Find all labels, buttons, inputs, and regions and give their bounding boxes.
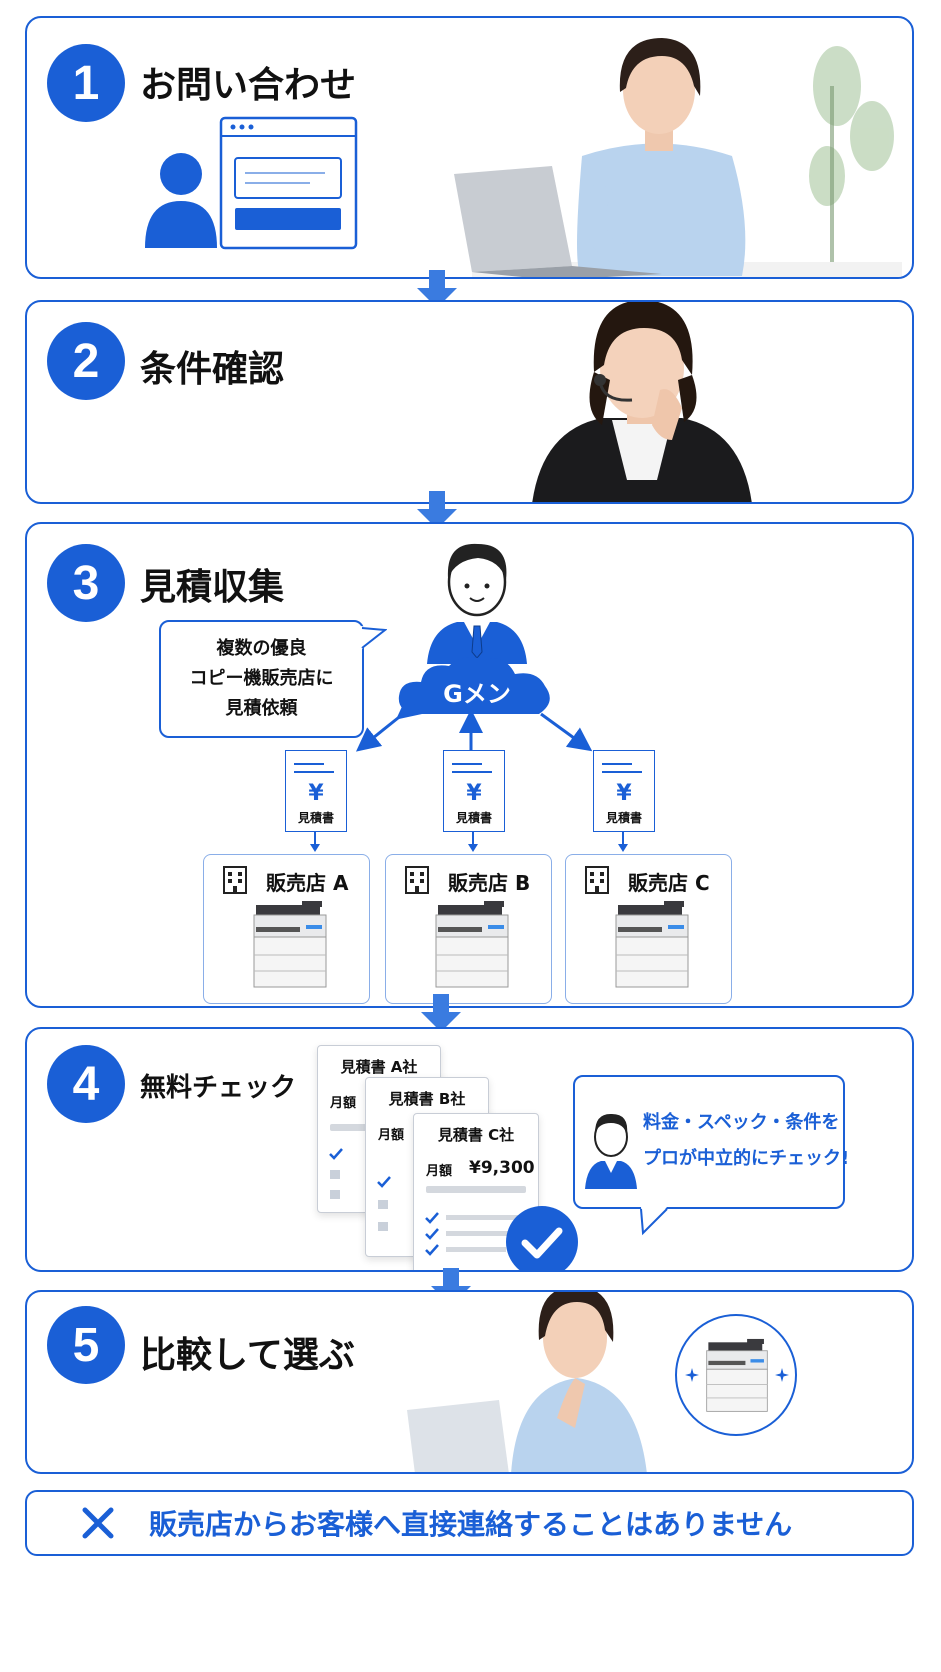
contact-form-icon (145, 116, 358, 250)
step-5-card: 5 比較して選ぶ (25, 1290, 914, 1474)
woman-laptop-photo (454, 38, 902, 277)
checklist-icon (425, 1212, 526, 1256)
placeholder-bar (426, 1186, 526, 1193)
operator-headset-photo (532, 302, 752, 502)
x-icon (82, 1507, 114, 1539)
yen-symbol: ¥ (308, 781, 324, 806)
request-speech-bubble: 複数の優良 コピー機販売店に 見積依頼 (159, 620, 364, 738)
quote-month-label: 月額 (426, 1164, 453, 1179)
document-label: 見積書 (455, 811, 492, 825)
down-arrow-icon (421, 994, 461, 1032)
advice-line: 料金・スペック・条件を (643, 1112, 840, 1133)
down-arrow-icon (431, 1268, 471, 1306)
doc-to-store-arrows (310, 832, 628, 852)
step-number-badge: 2 (47, 322, 125, 400)
quote-month-label: 月額 (378, 1128, 405, 1143)
yen-symbol: ¥ (616, 781, 632, 806)
estimate-document-icon: ¥ 見積書 (593, 750, 655, 832)
estimate-document-icon: ¥ 見積書 (443, 750, 505, 832)
step-title: 無料チェック (140, 1073, 297, 1103)
step-title: 条件確認 (140, 349, 285, 390)
document-lines (294, 763, 334, 773)
cloud-shape (398, 657, 550, 714)
store-card-c: 販売店 C (565, 854, 732, 1004)
advice-line: プロが中立的にチェック! (643, 1148, 850, 1169)
consultant-avatar-icon (585, 1113, 637, 1189)
advice-text: 料金・スペック・条件を プロが中立的にチェック! (643, 1105, 849, 1177)
woman-thinking-photo (407, 1292, 647, 1472)
step-3-card: 3 見積収集 複数の優良 コピー機販売店に 見積依頼 Gメン (25, 522, 914, 1008)
bubble-tail (640, 1207, 668, 1236)
store-name: 販売店 A (266, 871, 349, 895)
down-arrow-icon (417, 491, 457, 529)
step-number-badge: 4 (47, 1045, 125, 1123)
step-number-badge: 1 (47, 44, 125, 122)
bubble-line: 見積依頼 (225, 698, 298, 719)
step-title: 比較して選ぶ (140, 1335, 355, 1376)
consultant-avatar-icon (427, 543, 527, 664)
sparkle-icon (685, 1368, 699, 1382)
advice-speech-bubble: 料金・スペック・条件を プロが中立的にチェック! (573, 1075, 849, 1209)
store-name: 販売店 C (628, 871, 710, 895)
copier-machine-icon (253, 901, 327, 988)
store-card-b: 販売店 B (385, 854, 552, 1004)
yen-symbol: ¥ (466, 781, 482, 806)
building-icon (405, 866, 429, 894)
step-1-card: 1 お問い合わせ (25, 16, 914, 279)
down-arrow-icon (417, 270, 457, 308)
copier-machine-icon (615, 901, 689, 988)
bubble-tail (361, 626, 387, 650)
quote-month-label: 月額 (330, 1096, 357, 1111)
step-title: 見積収集 (140, 567, 285, 608)
building-icon (223, 866, 247, 894)
bubble-line: コピー機販売店に (189, 668, 334, 689)
store-card-a: 販売店 A (203, 854, 370, 1004)
quote-amount: ¥9,300 (469, 1158, 535, 1178)
quote-title: 見積書 B社 (388, 1090, 466, 1108)
hub-label: Gメン (443, 680, 511, 708)
store-name: 販売店 B (448, 871, 531, 895)
sparkle-icon (775, 1368, 789, 1382)
connection-arrows (355, 700, 593, 752)
estimate-document-icon: ¥ 見積書 (285, 750, 347, 832)
copier-machine-icon (706, 1338, 768, 1412)
document-lines (602, 763, 642, 773)
copier-thought-bubble (675, 1314, 797, 1436)
step-2-card: 2 条件確認 (25, 300, 914, 504)
check-circle-icon (506, 1206, 578, 1270)
step-4-card: 4 無料チェック 見積書 A社 月額 見積書 B社 月額 見積書 C社 月額 ¥… (25, 1027, 914, 1272)
footer-notice: 販売店からお客様へ直接連絡することはありません (25, 1490, 914, 1556)
quote-card-c: 見積書 C社 月額 ¥9,300 (413, 1113, 539, 1270)
step-number-badge: 3 (47, 544, 125, 622)
document-label: 見積書 (297, 811, 334, 825)
step-number-badge: 5 (47, 1306, 125, 1384)
checklist-icon (329, 1148, 343, 1199)
bubble-line: 複数の優良 (216, 638, 307, 659)
quote-title: 見積書 A社 (340, 1058, 418, 1076)
copier-machine-icon (435, 901, 509, 988)
footer-text: 販売店からお客様へ直接連絡することはありません (149, 1508, 793, 1541)
checklist-icon (377, 1176, 391, 1231)
building-icon (585, 866, 609, 894)
document-label: 見積書 (605, 811, 642, 825)
step-title: お問い合わせ (140, 65, 357, 106)
quote-title: 見積書 C社 (437, 1126, 515, 1144)
document-lines (452, 763, 492, 773)
